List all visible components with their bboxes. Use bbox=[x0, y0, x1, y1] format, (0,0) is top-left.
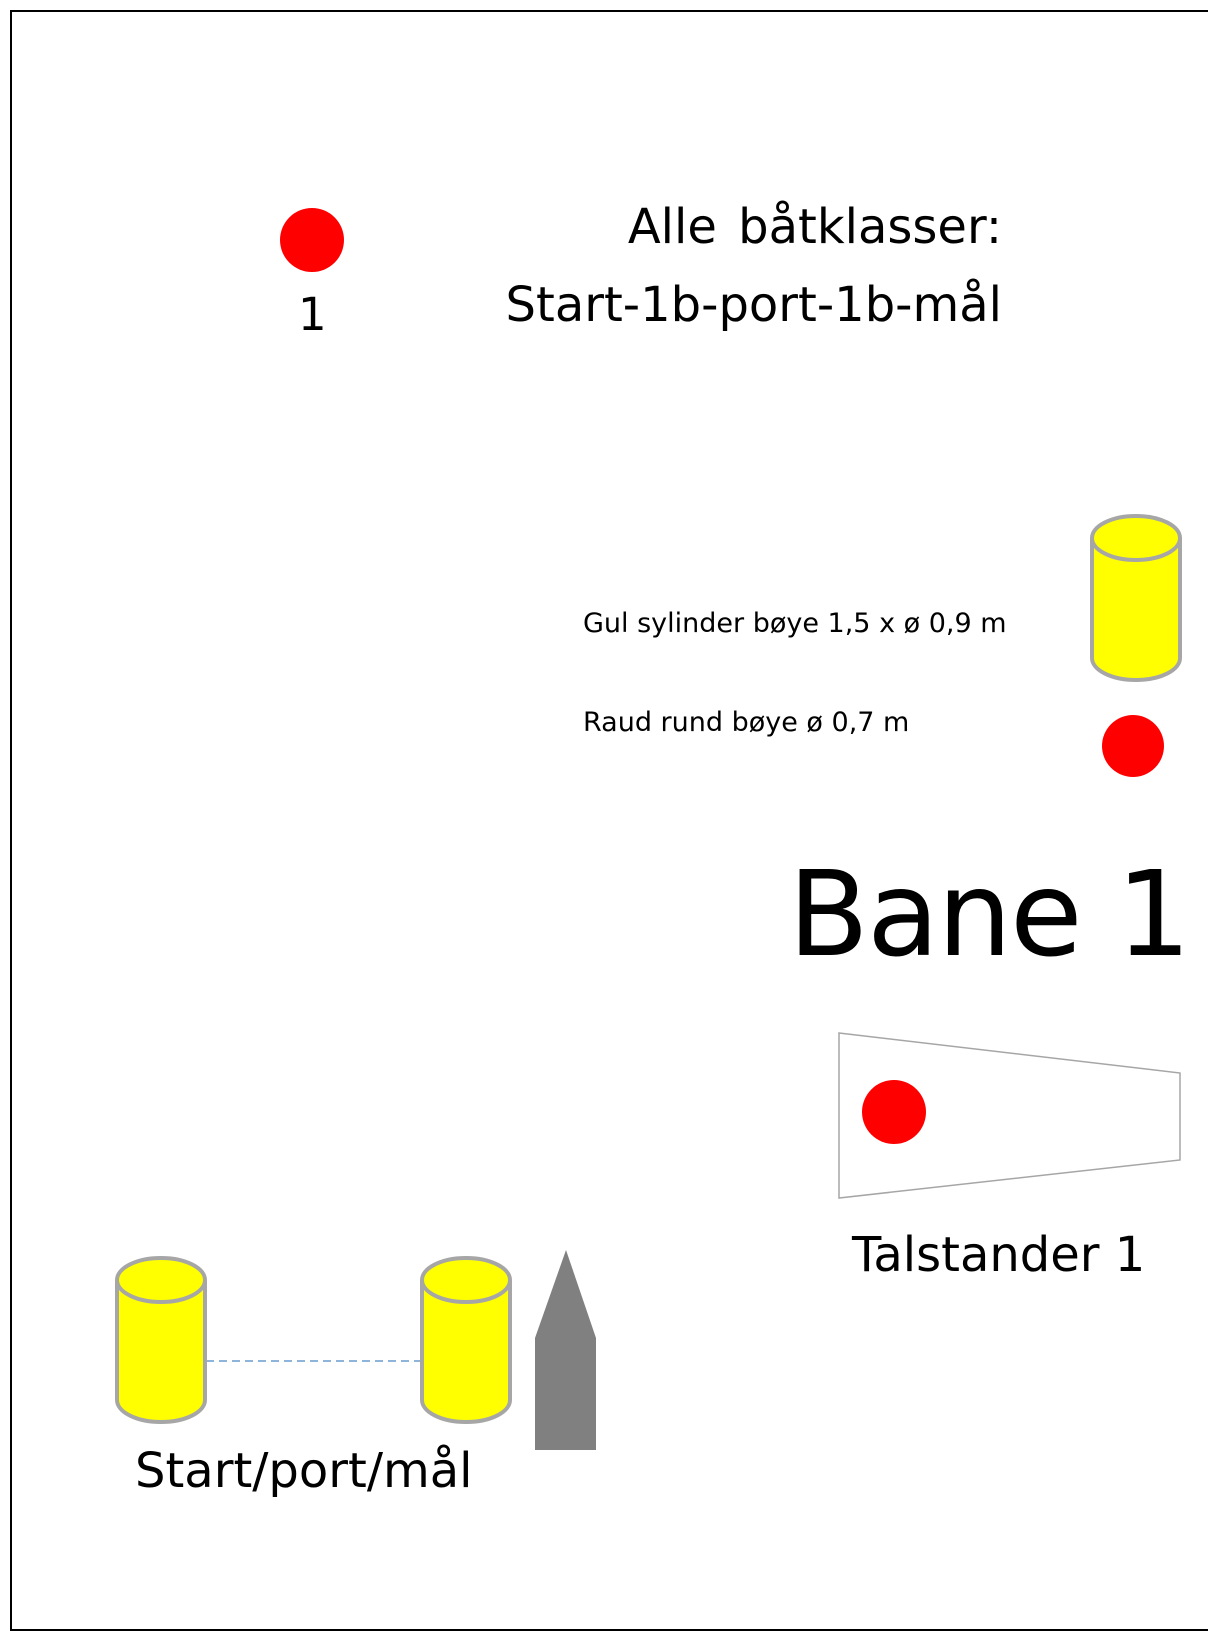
legend-yellow-buoy-label: Gul sylinder bøye 1,5 x ø 0,9 m bbox=[583, 608, 1007, 639]
legend-red-round-buoy-icon bbox=[1102, 715, 1164, 777]
legend-yellow-cylinder-buoy-icon bbox=[1090, 514, 1182, 682]
speaker-stand-label: Talstander 1 bbox=[852, 1227, 1146, 1283]
start-left-yellow-cylinder-buoy-icon bbox=[115, 1256, 207, 1424]
mark-1-red-buoy-icon bbox=[280, 208, 344, 272]
speaker-stand-icon bbox=[838, 1032, 1181, 1199]
start-line-label: Start/port/mål bbox=[135, 1443, 473, 1499]
heading-course-sequence: Start-1b-port-1b-mål bbox=[505, 277, 1002, 333]
boat-icon bbox=[535, 1250, 596, 1450]
legend-red-buoy-label: Raud rund bøye ø 0,7 m bbox=[583, 707, 910, 738]
course-title: Bane 1 bbox=[788, 845, 1191, 983]
heading-boat-classes: Alle båtklasser: bbox=[627, 199, 1002, 255]
start-right-yellow-cylinder-buoy-icon bbox=[420, 1256, 512, 1424]
mark-number-label: 1 bbox=[298, 288, 327, 341]
speaker-stand-red-buoy-icon bbox=[862, 1080, 926, 1144]
